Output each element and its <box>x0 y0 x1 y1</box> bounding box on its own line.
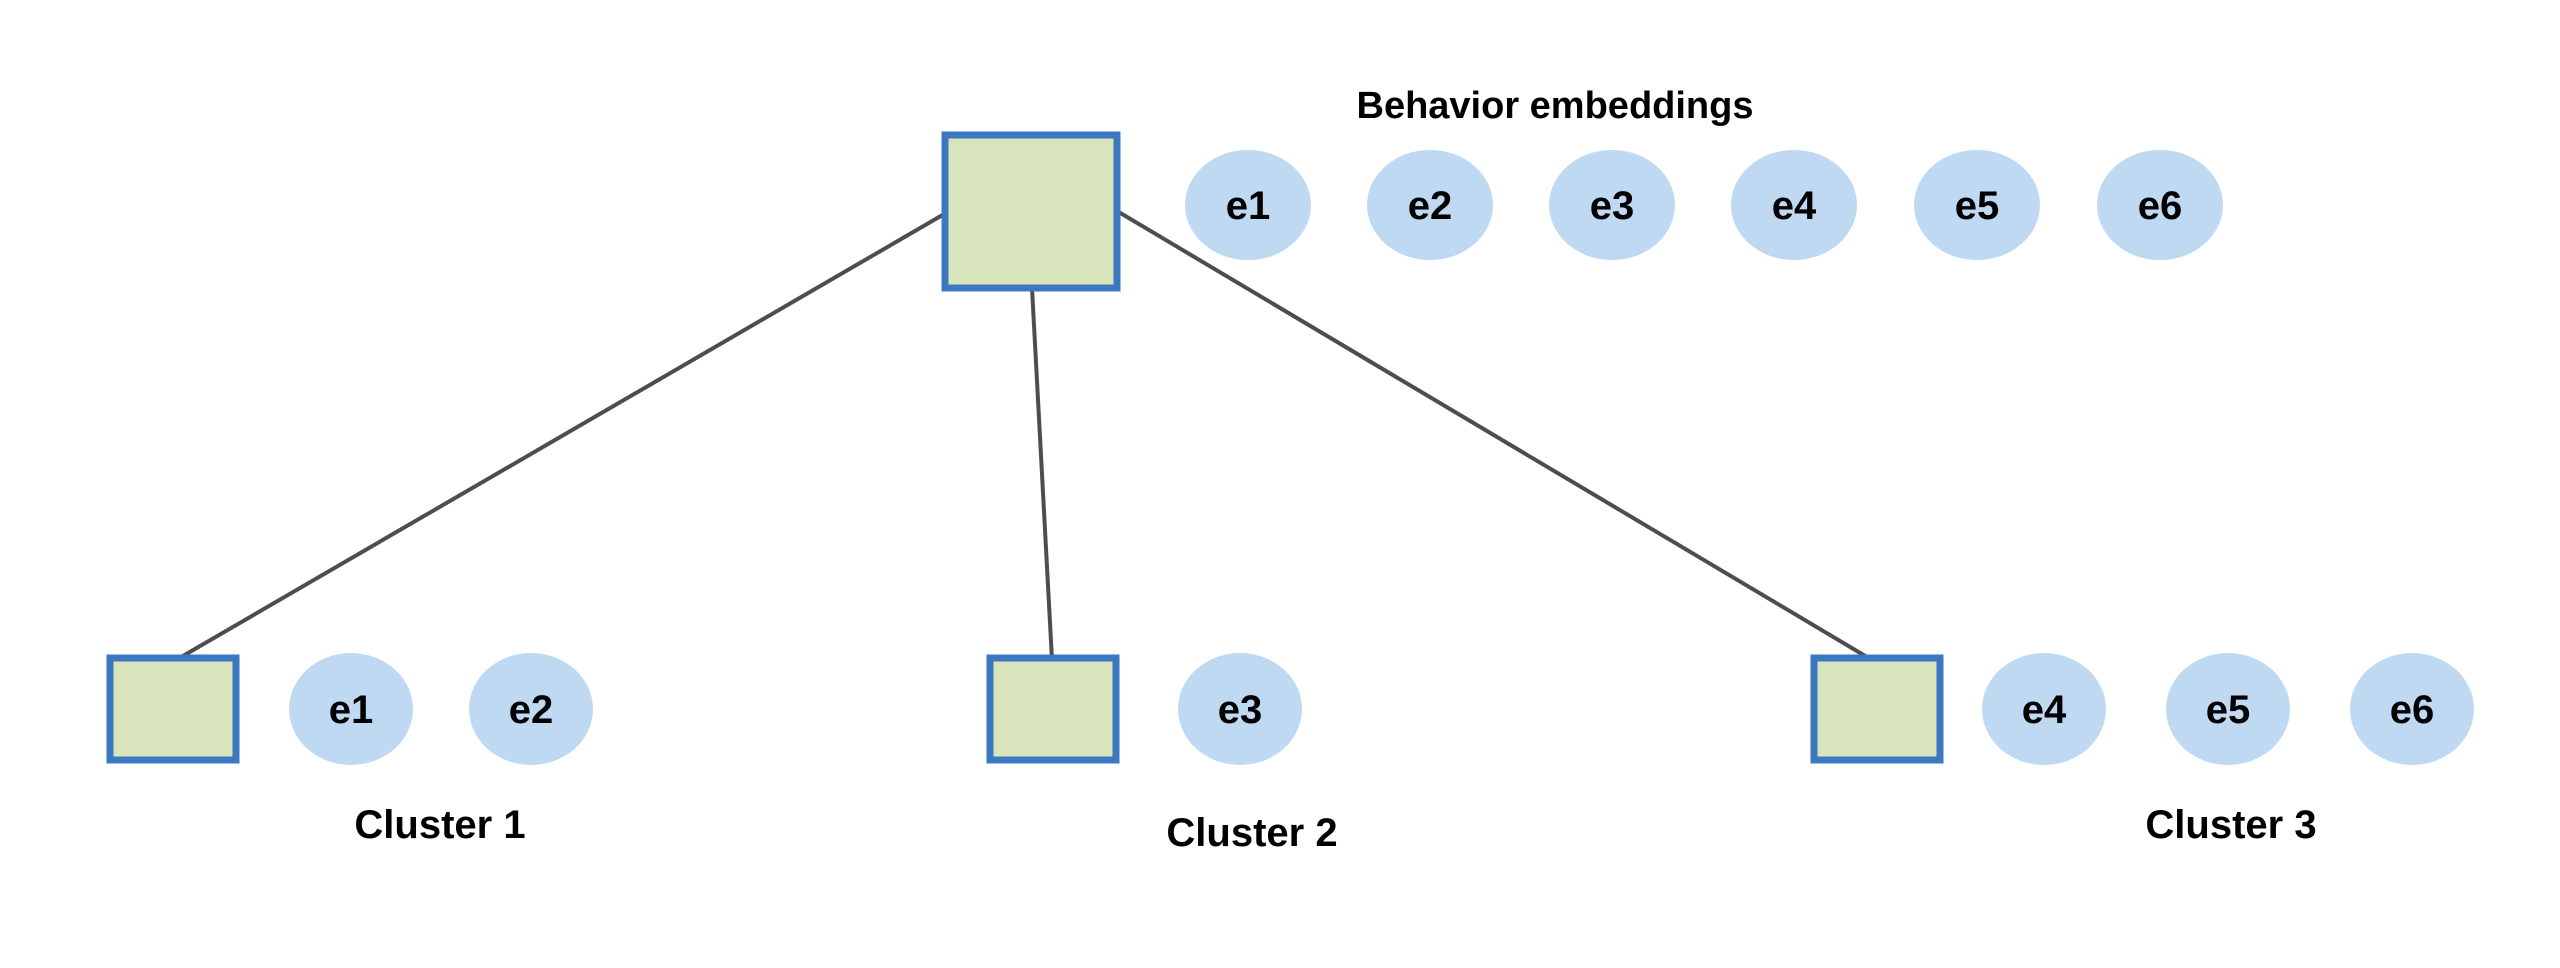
root-cluster-node <box>941 131 1121 292</box>
behavior-embedding-e5: e5 <box>1914 150 2040 260</box>
embedding-circle <box>1731 150 1857 260</box>
embedding-circle <box>1549 150 1675 260</box>
embedding-label: e5 <box>2206 688 2251 732</box>
cluster-2-group: e3 Cluster 2 <box>986 653 1338 855</box>
cluster-1-node <box>106 654 240 764</box>
embedding-label: e2 <box>1408 184 1453 228</box>
behavior-embedding-e2: e2 <box>1367 150 1493 260</box>
embedding-label: e6 <box>2390 688 2435 732</box>
embedding-circle <box>289 653 413 765</box>
embedding-circle <box>2097 150 2223 260</box>
behavior-embeddings-row: e1 e2 e3 e4 e5 e6 <box>1185 150 2223 260</box>
embedding-label: e4 <box>2022 688 2067 732</box>
embedding-circle <box>469 653 593 765</box>
embedding-circle <box>1367 150 1493 260</box>
embedding-label: e6 <box>2138 184 2183 228</box>
embedding-label: e3 <box>1218 688 1263 732</box>
cluster-3-group: e4 e5 e6 Cluster 3 <box>1810 653 2474 847</box>
behavior-embedding-e6: e6 <box>2097 150 2223 260</box>
cluster-1-label: Cluster 1 <box>354 803 525 847</box>
embedding-circle <box>2350 653 2474 765</box>
edge-root-to-cluster-2 <box>1030 287 1054 661</box>
edge-root-to-cluster-3 <box>1115 209 1874 662</box>
embedding-circle <box>1185 150 1311 260</box>
behavior-embedding-e4: e4 <box>1731 150 1857 260</box>
embedding-label: e2 <box>509 688 554 732</box>
cluster-2-node <box>986 654 1120 764</box>
cluster-2-label: Cluster 2 <box>1166 811 1337 855</box>
edge-root-to-cluster-1 <box>174 211 948 662</box>
behavior-embedding-e1: e1 <box>1185 150 1311 260</box>
embedding-circle <box>1914 150 2040 260</box>
embedding-label: e3 <box>1590 184 1635 228</box>
embedding-label: e5 <box>1955 184 2000 228</box>
cluster-3-label: Cluster 3 <box>2145 803 2316 847</box>
cluster-3-node <box>1810 654 1944 764</box>
embedding-label: e1 <box>329 688 374 732</box>
cluster-1-group: e1 e2 Cluster 1 <box>106 653 593 847</box>
embedding-circle <box>1982 653 2106 765</box>
diagram-title: Behavior embeddings <box>1357 85 1754 127</box>
embedding-label: e4 <box>1772 184 1817 228</box>
behavior-embedding-e3: e3 <box>1549 150 1675 260</box>
embedding-circle <box>1178 653 1302 765</box>
embedding-circle <box>2166 653 2290 765</box>
embedding-label: e1 <box>1226 184 1271 228</box>
